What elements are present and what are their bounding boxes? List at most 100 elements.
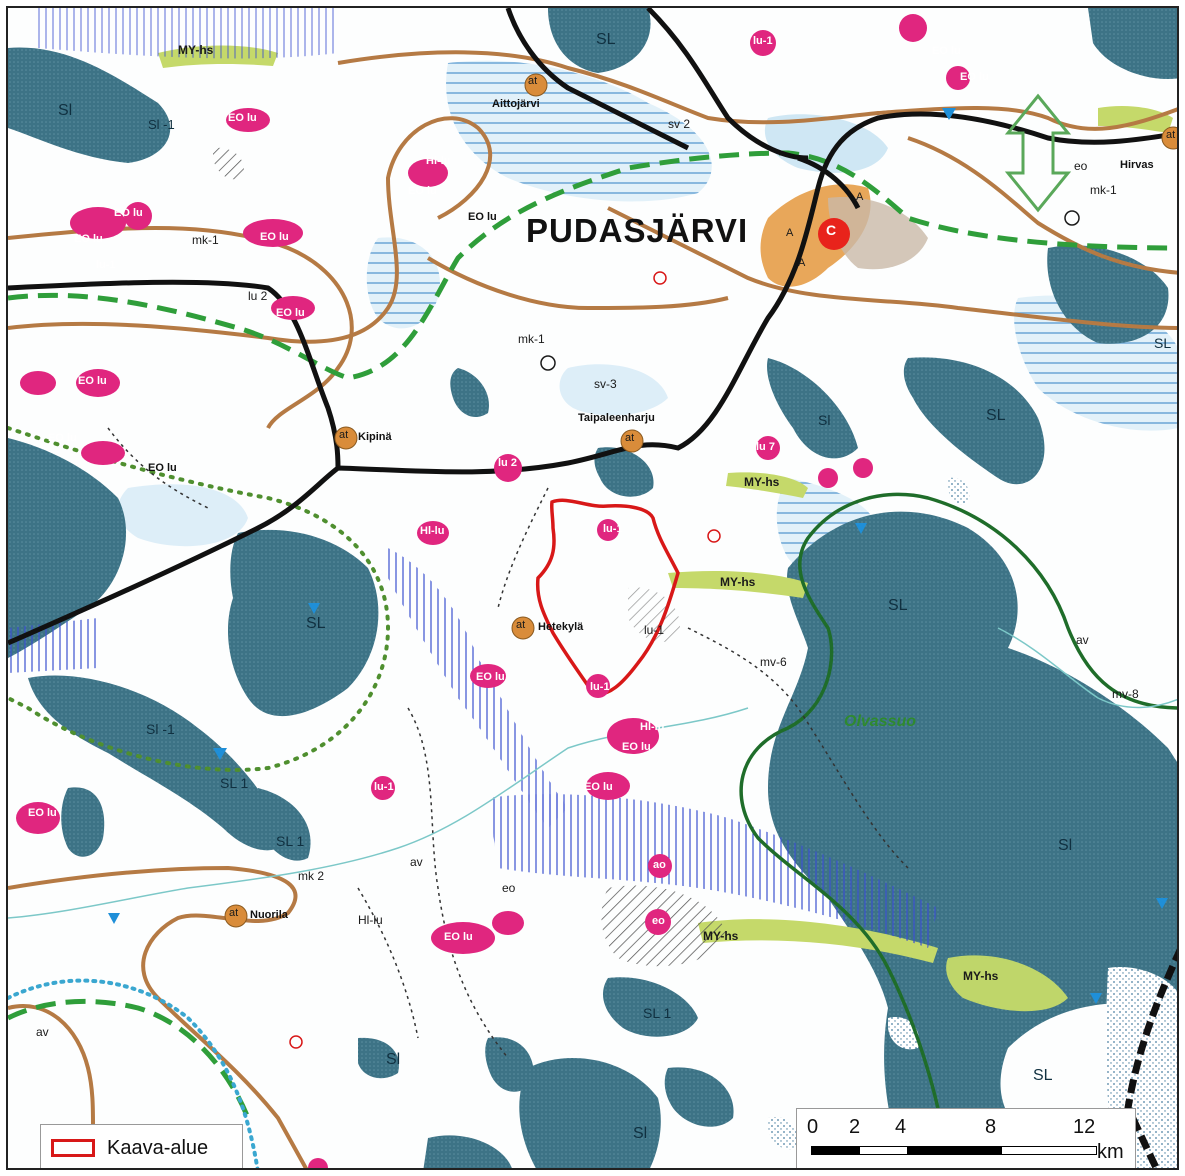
code-eo: eo: [502, 881, 516, 895]
ecological-corridor-arrow: [1004, 93, 1072, 213]
code-myhs: MY-hs: [744, 475, 780, 489]
green-route-south: [8, 998, 251, 1119]
map-frame: PUDASJÄRVI C Aittojärvi Kipinä Taipaleen…: [6, 6, 1179, 1170]
code-eolu: EO lu: [78, 375, 107, 387]
code-mk: mk 2: [298, 869, 325, 883]
circle-markers: [289, 210, 1080, 1049]
scale-tick: 12: [1073, 1116, 1096, 1138]
village-taipaleenharju: Taipaleenharju: [578, 412, 655, 424]
code-eolu: EO lu: [228, 112, 257, 124]
scale-tick: 4: [895, 1116, 907, 1138]
code-sl: Sl: [386, 1051, 401, 1068]
town-grid-area: [828, 197, 928, 270]
code-at: at: [1166, 129, 1176, 141]
groundwater-zones: [8, 8, 938, 948]
code-sl: SL: [306, 615, 326, 632]
code-lu: lu-1: [590, 681, 610, 693]
code-lu: lu-1: [753, 35, 773, 47]
town-centre-label: C: [826, 222, 837, 238]
code-at: at: [339, 429, 349, 441]
legend-label: Kaava-alue: [107, 1137, 209, 1159]
code-eolu: EO lu: [584, 781, 613, 793]
code-lu: lu 2: [498, 457, 517, 469]
scale-bar-graphic: [811, 1146, 1097, 1155]
code-ao: ao: [653, 859, 666, 871]
code-sl: Sl: [633, 1125, 648, 1142]
code-hlu: Hl-lu: [426, 155, 451, 167]
code-sl: SL: [596, 31, 616, 48]
town-name: PUDASJÄRVI: [526, 212, 749, 249]
code-sv: sv 2: [668, 117, 691, 131]
code-eolu: EO lu: [74, 233, 103, 245]
code-sl: SL 1: [276, 833, 305, 849]
code-eolu: EO lu: [260, 231, 289, 243]
village-markers: [224, 73, 1177, 928]
legend: Kaava-alue: [40, 1124, 243, 1168]
dotted-boundary-west: [8, 426, 391, 772]
code-myhs: MY-hs: [720, 575, 756, 589]
code-lu: lu-1: [644, 623, 665, 637]
code-eolu: EO lu: [932, 45, 961, 57]
code-at: at: [528, 75, 538, 87]
scale-seg: [812, 1147, 860, 1154]
code-eolu: EO lu: [148, 462, 177, 474]
code-lu: lu-1: [603, 523, 623, 535]
code-eolu: EO lu: [622, 741, 651, 753]
main-roads: [8, 8, 1177, 646]
village-hetekyla: Hetekylä: [538, 621, 584, 633]
code-eolu: EO lu: [476, 671, 505, 683]
minor-paths: [107, 427, 909, 1059]
code-mk: mk-1: [518, 332, 545, 346]
dotted-boundary-sw: [8, 978, 260, 1168]
code-lu: lu-1: [96, 259, 116, 271]
code-hlu: Hl-lu: [420, 525, 445, 537]
code-mk: mk-1: [1090, 183, 1117, 197]
code-sl: SL 1: [643, 1005, 672, 1021]
code-sl: Sl -1: [148, 117, 175, 132]
scale-tick: 2: [849, 1116, 861, 1138]
code-at: at: [625, 432, 635, 444]
code-a: A: [856, 191, 864, 203]
code-sl: SL: [888, 597, 908, 614]
code-mk: mk-1: [192, 233, 219, 247]
code-sl: SL: [1033, 1067, 1053, 1084]
code-sv: sv-3: [594, 377, 617, 391]
code-eo: eo: [652, 915, 665, 927]
code-sl: Sl: [1058, 837, 1073, 854]
village-aittojarvi: Aittojärvi: [492, 98, 540, 110]
town-centre-marker[interactable]: [818, 218, 850, 250]
code-eolu: EO lu: [444, 931, 473, 943]
code-eolu: EO lu: [960, 71, 989, 83]
code-hlu: Hl-lu: [358, 913, 383, 927]
code-mv: mv-8: [1112, 687, 1139, 701]
code-eolu: EO lu: [408, 185, 437, 197]
legend-plan-area-swatch: [51, 1139, 95, 1157]
code-sl: SL 1: [220, 775, 249, 791]
code-av: av: [1076, 633, 1089, 647]
code-sl: Sl: [818, 412, 831, 428]
code-eolu: EO lu: [468, 211, 497, 223]
village-nuorila: Nuorila: [250, 909, 288, 921]
village-kipina: Kipinä: [358, 431, 392, 443]
code-lu: lu 2: [248, 289, 268, 303]
code-eolu: EO lu: [48, 432, 77, 444]
scale-seg: [907, 1147, 1002, 1154]
code-lu: lu 7: [756, 441, 775, 453]
code-sl: SL: [986, 407, 1006, 424]
code-sl: Sl: [58, 102, 73, 119]
code-eolu: EO lu: [114, 207, 143, 219]
magenta-areas: [16, 14, 970, 1168]
scale-unit: km: [1097, 1141, 1124, 1163]
code-mv: mv-6: [760, 655, 787, 669]
triangle-markers: [108, 108, 1168, 1004]
code-eolu: EO lu: [276, 307, 305, 319]
code-myhs: MY-hs: [963, 969, 999, 983]
olvassuo-boundary: [739, 492, 1177, 1168]
code-hlu: Hl-lu: [640, 721, 665, 733]
code-lu: lu-1: [374, 781, 394, 793]
railway: [1124, 948, 1177, 1168]
plan-area-outline[interactable]: [535, 498, 680, 696]
code-sl: SL: [1154, 335, 1172, 351]
olvassuo-label: Olvassuo: [844, 713, 917, 730]
map-canvas[interactable]: [8, 8, 1179, 1170]
